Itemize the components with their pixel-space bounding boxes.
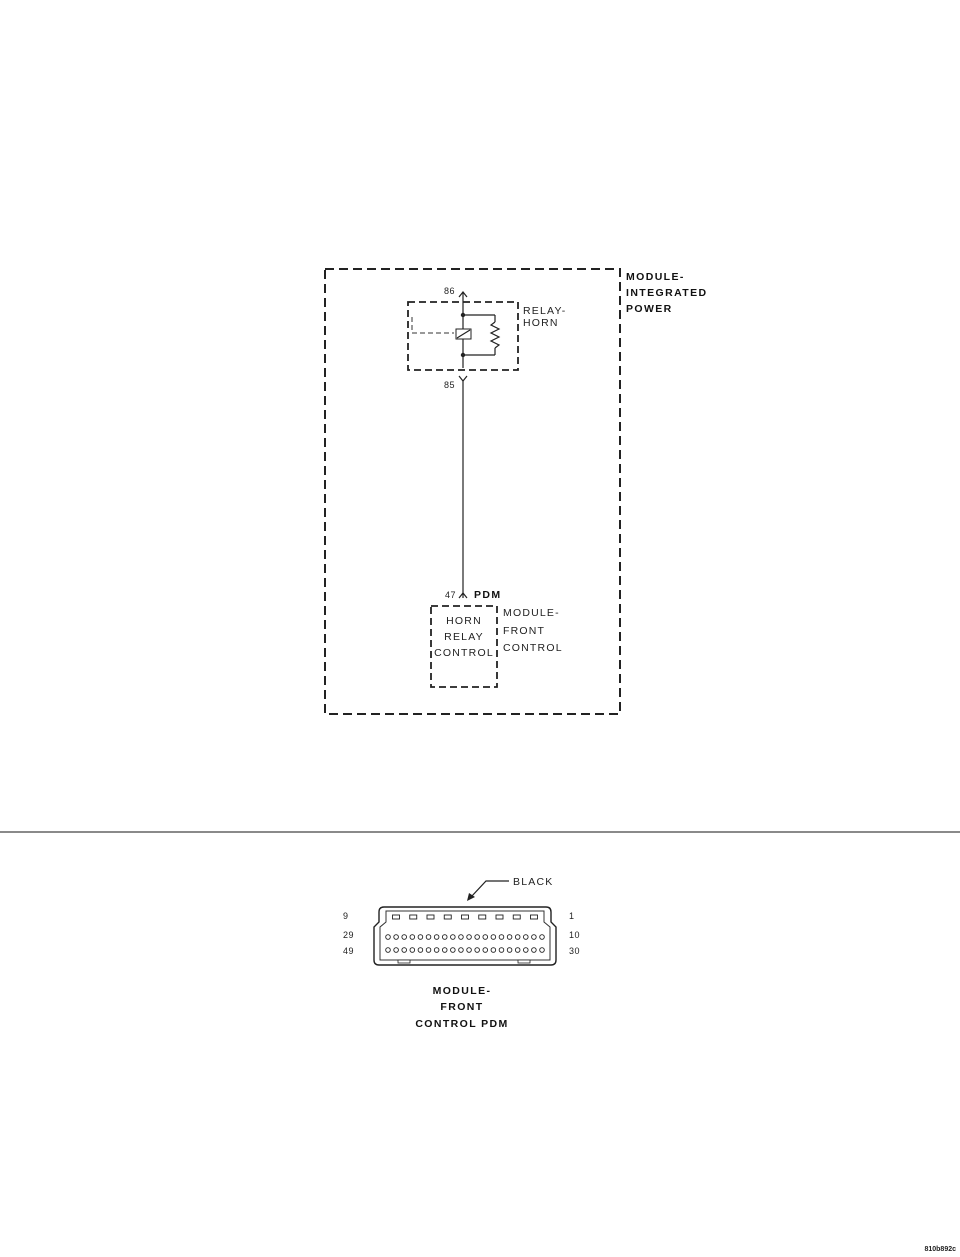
pin-cavity [506, 934, 513, 940]
ipm-label-line2: INTEGRATED [626, 287, 707, 299]
connector-pin-10: 10 [569, 930, 580, 940]
pin-cavity [450, 934, 456, 940]
connector-title-line2: FRONT [440, 1001, 483, 1013]
pin-cavity [426, 914, 435, 920]
pin-cavity [433, 947, 440, 953]
ipm-boundary [324, 268, 621, 715]
relay-pin-85: 85 [444, 380, 455, 390]
pin-cavity [385, 934, 391, 940]
pin-cavity [482, 947, 489, 953]
pin-cavity [425, 934, 432, 940]
pin-cavity [514, 934, 521, 940]
fcm-inner-line1: HORN [446, 615, 482, 627]
pin-cavity [539, 947, 545, 953]
connector-leader-arrow [470, 880, 509, 898]
relay-coil-resistor-icon [489, 321, 501, 349]
relay-label-line2: HORN [523, 317, 559, 329]
ipm-label-line3: POWER [626, 303, 673, 315]
connector-key-left [397, 959, 411, 964]
pin-cavity [450, 947, 456, 953]
connector-view: BLACK 9 29 49 1 10 30 MODULE- FRONT CONT… [343, 876, 580, 1030]
connector-title-line1: MODULE- [433, 985, 492, 997]
fcm-inner-line2: RELAY [444, 631, 484, 643]
pin-cavity [393, 934, 399, 940]
pin-cavity [441, 934, 448, 940]
pin-cavity [401, 934, 407, 940]
pin-85-terminal-icon [458, 375, 468, 382]
pin-cavity [458, 947, 464, 953]
pin-cavity [425, 947, 432, 953]
pin-cavity [539, 934, 545, 940]
connector-pin-30: 30 [569, 946, 580, 956]
pin-cavity [392, 914, 400, 920]
pin-cavity [478, 914, 487, 920]
pin-cavity [482, 934, 489, 940]
pin-cavity [490, 934, 497, 940]
pin-cavity [523, 934, 529, 940]
ipm-label-line1: MODULE- [626, 271, 685, 283]
pin-cavity [474, 934, 480, 940]
connector-pin-29: 29 [343, 930, 354, 940]
pin-cavity [385, 947, 391, 953]
pin-cavity [514, 947, 521, 953]
connector-key-right [517, 959, 531, 964]
pin-cavity [466, 934, 472, 940]
pin-cavity [443, 914, 452, 920]
pin-cavity [523, 947, 529, 953]
connector-pin-9: 9 [343, 911, 349, 921]
module-integrated-power: MODULE- INTEGRATED POWER [324, 268, 707, 715]
connector-pin-1: 1 [569, 911, 575, 921]
connector-title-line3: CONTROL PDM [415, 1018, 508, 1030]
leader-arrowhead-icon [467, 893, 475, 901]
fcm-pin-47: 47 [445, 590, 456, 600]
pin-cavity [506, 947, 513, 953]
fcm-label-line1: MODULE- [503, 607, 560, 619]
pin-cavity [417, 934, 424, 940]
pin-cavity [458, 934, 464, 940]
pin-cavity [490, 947, 497, 953]
pin-cavity [461, 914, 469, 920]
pin-cavity [401, 947, 407, 953]
connector-color-label: BLACK [513, 876, 553, 888]
pin-cavity [393, 947, 399, 953]
pin-cavity [495, 914, 504, 920]
pin-cavity [531, 947, 537, 953]
fcm-inner-line3: CONTROL [434, 647, 494, 659]
connector-pin-49: 49 [343, 946, 354, 956]
fcm-boundary [430, 605, 498, 688]
pin-cavity [474, 947, 480, 953]
pin-cavity [530, 914, 538, 920]
figure-id: 810b892c [924, 1246, 956, 1253]
pin-cavity [433, 934, 440, 940]
connector-pin-cavities [385, 914, 545, 953]
relay-pin-86: 86 [444, 286, 455, 296]
pin-cavity [441, 947, 448, 953]
pin-cavity [531, 934, 537, 940]
pin-cavity [409, 934, 416, 940]
pin-cavity [417, 947, 424, 953]
pin-cavity [498, 934, 505, 940]
pin-cavity [409, 947, 416, 953]
pin-cavity [512, 914, 521, 920]
pin-cavity [409, 914, 418, 920]
fcm-label-line3: CONTROL [503, 642, 563, 654]
pin-47-terminal-icon [458, 592, 468, 599]
pin-cavity [498, 947, 505, 953]
relay-label-line1: RELAY- [523, 305, 566, 317]
fcm-connector-tag: PDM [474, 589, 502, 601]
horn-relay: RELAY- HORN 86 85 [407, 286, 566, 390]
fcm-label-line2: FRONT [503, 625, 545, 637]
module-front-control: 47 PDM HORN RELAY CONTROL MODULE- FRONT … [430, 589, 563, 688]
pin-cavity [466, 947, 472, 953]
